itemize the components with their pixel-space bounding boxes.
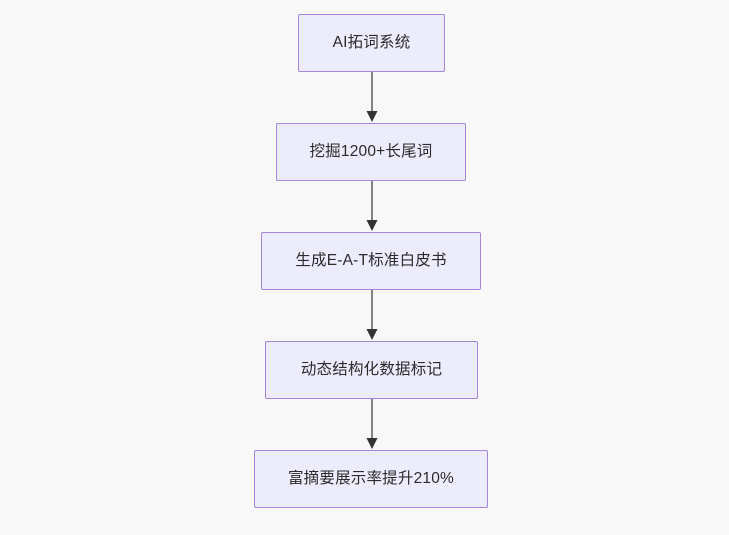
edge-n3-n4: [366, 290, 378, 340]
flow-node-dynamic-structured-data[interactable]: 动态结构化数据标记: [265, 341, 478, 399]
flow-node-label: 动态结构化数据标记: [300, 360, 443, 378]
flow-node-label: AI拓词系统: [332, 33, 411, 51]
flow-node-rich-snippet-uplift[interactable]: 富摘要展示率提升210%: [254, 450, 488, 508]
edge-n4-n5: [366, 399, 378, 449]
flow-node-label: 生成E-A-T标准白皮书: [295, 251, 447, 269]
edge-n2-n3: [366, 181, 378, 231]
flow-node-mine-longtail-keywords[interactable]: 挖掘1200+长尾词: [276, 123, 466, 181]
flow-node-ai-keyword-system[interactable]: AI拓词系统: [298, 14, 445, 72]
flow-node-generate-eat-whitepaper[interactable]: 生成E-A-T标准白皮书: [261, 232, 481, 290]
edge-n1-n2: [366, 72, 378, 122]
flow-node-label: 富摘要展示率提升210%: [287, 469, 455, 487]
flow-node-label: 挖掘1200+长尾词: [309, 142, 433, 160]
